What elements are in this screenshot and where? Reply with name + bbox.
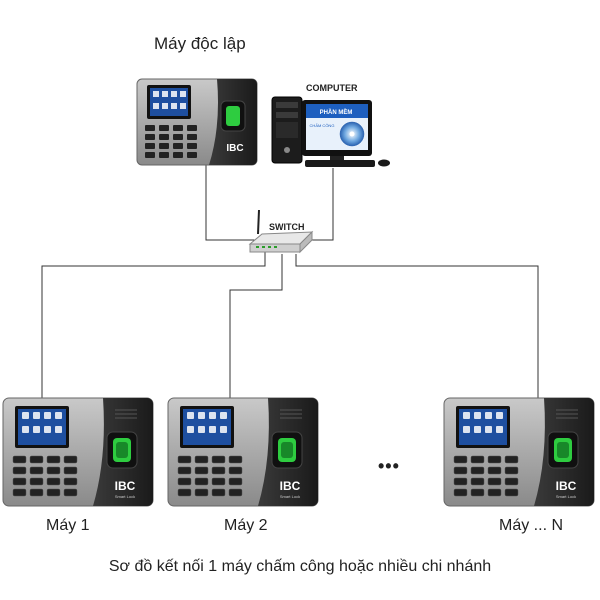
machine-n-brand-text: IBC bbox=[556, 479, 577, 493]
monitor-screen-subtitle: CHẤM CÔNG bbox=[310, 123, 335, 128]
machine-n-label: Máy ... N bbox=[499, 517, 564, 534]
machine-2-brand-text: IBC bbox=[280, 479, 301, 493]
ellipsis-more-machines: ••• bbox=[378, 456, 400, 476]
machine-1-label: Máy 1 bbox=[46, 517, 90, 534]
diagram-caption: Sơ đồ kết nối 1 máy chấm công hoặc nhiều… bbox=[108, 558, 492, 575]
machine-2-icon: IBC Smart Lock bbox=[167, 397, 319, 507]
wire-switch-to-machine-n bbox=[295, 254, 539, 398]
monitor-screen-title: PHẦN MỀM bbox=[320, 109, 353, 116]
computer-icon: PHẦN MỀM CHẤM CÔNG bbox=[271, 96, 390, 167]
machine-2-label: Máy 2 bbox=[224, 517, 268, 534]
computer-label: COMPUTER bbox=[306, 83, 358, 93]
machine-1-brand-text: IBC bbox=[115, 479, 136, 493]
wire-standalone-to-switch bbox=[205, 165, 255, 241]
machine-2-subbrand-text: Smart Lock bbox=[280, 494, 300, 499]
wire-switch-to-machine-1 bbox=[41, 252, 266, 398]
connection-wires bbox=[41, 165, 539, 398]
standalone-timekeeper-icon: IBC bbox=[136, 78, 258, 166]
wire-switch-to-machine-2 bbox=[229, 254, 283, 398]
machine-1-subbrand-text: Smart Lock bbox=[115, 494, 135, 499]
machine-1-icon: IBC Smart Lock bbox=[2, 397, 154, 507]
machine-n-icon: IBC Smart Lock bbox=[443, 397, 595, 507]
machine-n-subbrand-text: Smart Lock bbox=[556, 494, 576, 499]
network-switch-icon bbox=[248, 209, 314, 254]
wire-computer-to-switch bbox=[310, 168, 334, 241]
standalone-brand-text: IBC bbox=[226, 143, 243, 154]
standalone-machine-title: Máy độc lập bbox=[154, 34, 246, 53]
switch-label: SWITCH bbox=[269, 222, 305, 232]
